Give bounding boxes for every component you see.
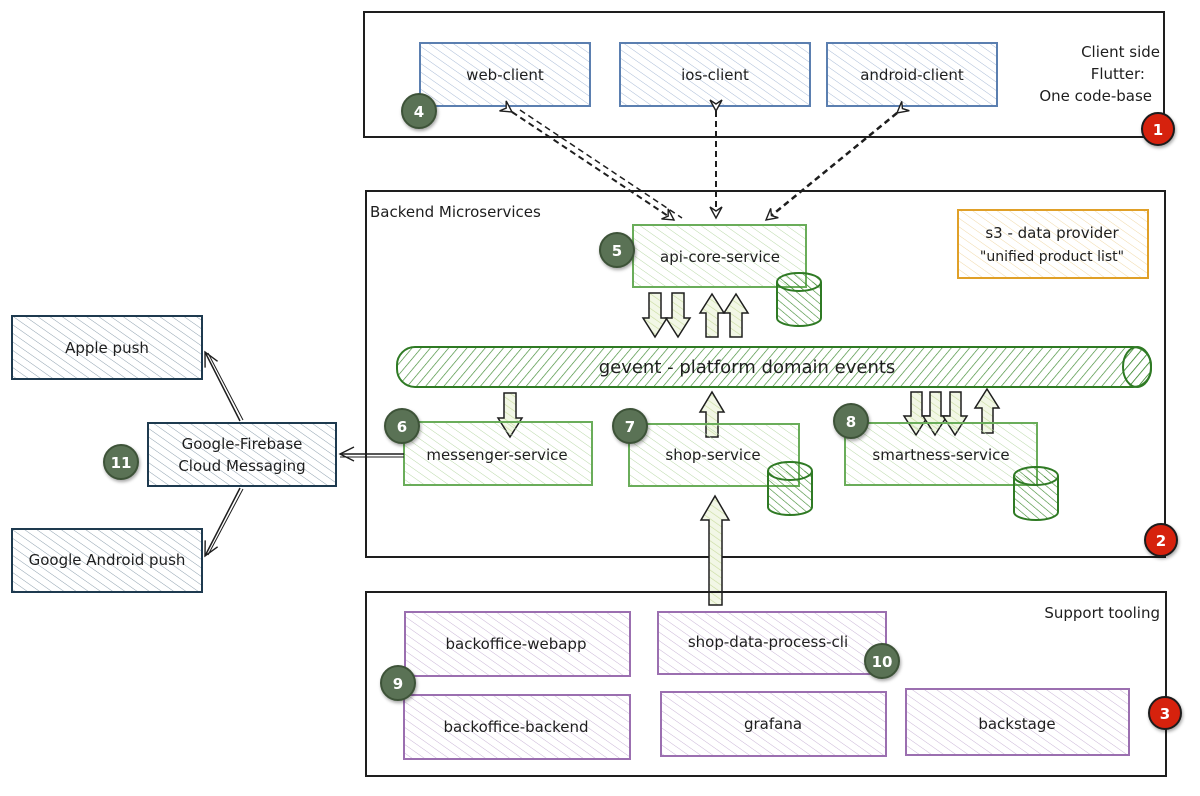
backstage-box[interactable]: backstage xyxy=(905,688,1130,756)
event-bus-label: gevent - platform domain events xyxy=(599,357,896,378)
grafana-box[interactable]: grafana xyxy=(660,691,887,757)
backoffice-backend-box[interactable]: backoffice-backend xyxy=(403,694,631,760)
fcm-to-android-connector-2 xyxy=(207,488,244,556)
backend-title: Backend Microservices xyxy=(370,203,541,221)
client-api-connectors xyxy=(499,99,910,221)
badge-8: 8 xyxy=(833,403,869,439)
support-tooling-title: Support tooling xyxy=(1044,604,1160,622)
ios-client-box[interactable]: ios-client xyxy=(619,42,811,107)
client-side-title-line-2: Flutter: xyxy=(1091,65,1145,83)
svg-text:3: 3 xyxy=(1160,705,1170,723)
smartness-service-label: smartness-service xyxy=(872,446,1009,464)
client-side-frame xyxy=(363,11,1165,138)
badge-5: 5 xyxy=(599,232,635,268)
backoffice-webapp-box[interactable]: backoffice-webapp xyxy=(404,611,631,677)
fcm-box[interactable]: Google-Firebase Cloud Messaging xyxy=(147,422,337,487)
shop-service-label: shop-service xyxy=(665,446,760,464)
fcm-to-apple-connector xyxy=(204,350,241,422)
web-client-connector-2 xyxy=(519,109,683,219)
svg-text:9: 9 xyxy=(393,675,403,693)
badge-1: 1 xyxy=(1141,112,1175,146)
client-side-title-line-3: One code-base xyxy=(1039,87,1152,105)
backend-frame xyxy=(365,190,1166,558)
svg-text:11: 11 xyxy=(111,454,132,472)
badge-10: 10 xyxy=(864,643,900,679)
svg-text:10: 10 xyxy=(872,653,893,671)
badge-9: 9 xyxy=(380,665,416,701)
fcm-to-android-connector xyxy=(204,487,241,558)
badge-4: 4 xyxy=(401,93,437,129)
api-core-service-label: api-core-service xyxy=(660,248,780,266)
fcm-to-apple-connector-2 xyxy=(207,352,244,421)
web-client-label: web-client xyxy=(466,66,544,84)
fcm-label-line-2: Cloud Messaging xyxy=(178,457,305,475)
smartness-database-icon xyxy=(1013,466,1059,521)
client-side-title-line-1: Client side xyxy=(1081,43,1160,61)
s3-note-line-2: "unified product list" xyxy=(980,249,1124,265)
android-push-box[interactable]: Google Android push xyxy=(11,528,203,593)
grafana-label: grafana xyxy=(744,715,802,733)
cli-to-shop-arrow-icon xyxy=(699,494,731,606)
android-client-box[interactable]: android-client xyxy=(826,42,998,107)
backstage-label: backstage xyxy=(978,715,1055,733)
s3-note-line-1: s3 - data provider xyxy=(985,224,1119,242)
apple-push-box[interactable]: Apple push xyxy=(11,315,203,380)
shop-database-icon xyxy=(767,461,813,516)
event-bus-gevent: gevent - platform domain events xyxy=(396,346,1152,388)
up-arrow-icon xyxy=(722,292,750,338)
badge-11: 11 xyxy=(103,444,139,480)
messenger-service-box[interactable]: messenger-service xyxy=(403,421,593,486)
push-connectors xyxy=(204,350,404,558)
android-client-label: android-client xyxy=(860,66,964,84)
up-arrow-icon xyxy=(698,292,726,338)
backoffice-backend-label: backoffice-backend xyxy=(443,718,588,736)
svg-text:2: 2 xyxy=(1156,532,1166,550)
shop-data-process-cli-label: shop-data-process-cli xyxy=(688,633,848,651)
badge-3: 3 xyxy=(1148,696,1182,730)
apple-push-label: Apple push xyxy=(65,339,149,357)
api-core-database-icon xyxy=(776,272,822,327)
smartness-service-box[interactable]: smartness-service xyxy=(844,422,1038,486)
s3-data-provider-note: s3 - data provider "unified product list… xyxy=(957,209,1149,279)
badge-2: 2 xyxy=(1144,523,1178,557)
svg-text:1: 1 xyxy=(1153,121,1163,139)
badge-7: 7 xyxy=(612,408,648,444)
client-side-group: Client side Flutter: One code-base xyxy=(363,11,1165,138)
android-push-label: Google Android push xyxy=(29,551,186,569)
backoffice-webapp-label: backoffice-webapp xyxy=(446,635,587,653)
shop-data-process-cli-box[interactable]: shop-data-process-cli xyxy=(657,611,887,675)
web-client-connector xyxy=(499,100,676,221)
android-client-connector xyxy=(764,101,910,221)
api-core-service-box[interactable]: api-core-service xyxy=(632,224,807,288)
svg-text:4: 4 xyxy=(414,103,424,121)
api-core-bus-arrows xyxy=(641,292,750,339)
event-bus-cap xyxy=(1122,346,1152,388)
ios-client-label: ios-client xyxy=(681,66,749,84)
messenger-service-label: messenger-service xyxy=(426,446,567,464)
down-arrow-icon xyxy=(641,292,669,339)
badge-6: 6 xyxy=(384,408,420,444)
backend-group: Backend Microservices xyxy=(365,190,1166,558)
support-tooling-group: Support tooling xyxy=(365,591,1167,777)
down-arrow-icon xyxy=(664,292,692,339)
web-client-box[interactable]: web-client xyxy=(419,42,591,107)
support-tooling-frame xyxy=(365,591,1167,777)
svg-text:6: 6 xyxy=(397,418,407,436)
svg-text:5: 5 xyxy=(612,242,622,260)
fcm-label-line-1: Google-Firebase xyxy=(182,435,303,453)
svg-text:8: 8 xyxy=(846,413,856,431)
svg-text:7: 7 xyxy=(625,418,635,436)
